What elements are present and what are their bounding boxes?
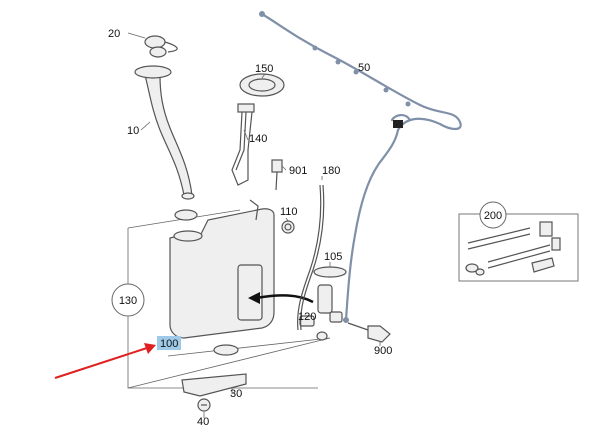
- grommet: [239, 73, 285, 97]
- label-40[interactable]: 40: [197, 416, 209, 428]
- seal-100: [213, 344, 239, 356]
- label-900[interactable]: 900: [374, 345, 392, 357]
- washer-reservoir: [169, 199, 275, 339]
- pump-grommet: [316, 331, 328, 341]
- assembly-frame: [127, 209, 331, 389]
- label-901[interactable]: 901: [289, 165, 307, 177]
- connector-900: [347, 322, 391, 343]
- level-sensor: [231, 103, 255, 186]
- label-105[interactable]: 105: [324, 251, 342, 263]
- grommet-110: [281, 220, 295, 234]
- label-110[interactable]: 110: [280, 206, 298, 218]
- repair-kit: [458, 213, 579, 282]
- filler-neck: [134, 65, 195, 200]
- label-180[interactable]: 180: [322, 165, 340, 177]
- label-50[interactable]: 50: [358, 62, 370, 74]
- hose-180: [297, 184, 325, 331]
- filler-cap: [144, 35, 178, 58]
- pump-seal: [313, 266, 347, 278]
- bracket-30: [181, 373, 247, 397]
- label-120[interactable]: 120: [298, 311, 316, 323]
- label-150[interactable]: 150: [255, 63, 273, 75]
- label-100[interactable]: 100: [160, 338, 178, 350]
- install-arrow: [248, 292, 314, 304]
- callout-200[interactable]: 200: [479, 201, 507, 229]
- pointer-arrow: [54, 343, 156, 379]
- label-10[interactable]: 10: [127, 125, 139, 137]
- strainer: [174, 209, 198, 221]
- label-140[interactable]: 140: [249, 133, 267, 145]
- label-20[interactable]: 20: [108, 28, 120, 40]
- label-200: 200: [484, 210, 502, 222]
- callout-130[interactable]: 130: [111, 283, 145, 317]
- hose-line-50: [260, 12, 462, 322]
- highlight-100: [157, 336, 181, 350]
- bracket-901: [271, 159, 283, 191]
- hose-clips: [259, 11, 411, 323]
- label-30[interactable]: 30: [230, 388, 242, 400]
- washer-pump: [299, 284, 343, 327]
- screw-40: [197, 398, 211, 412]
- label-130: 130: [119, 295, 137, 307]
- leader-lines: [127, 32, 381, 418]
